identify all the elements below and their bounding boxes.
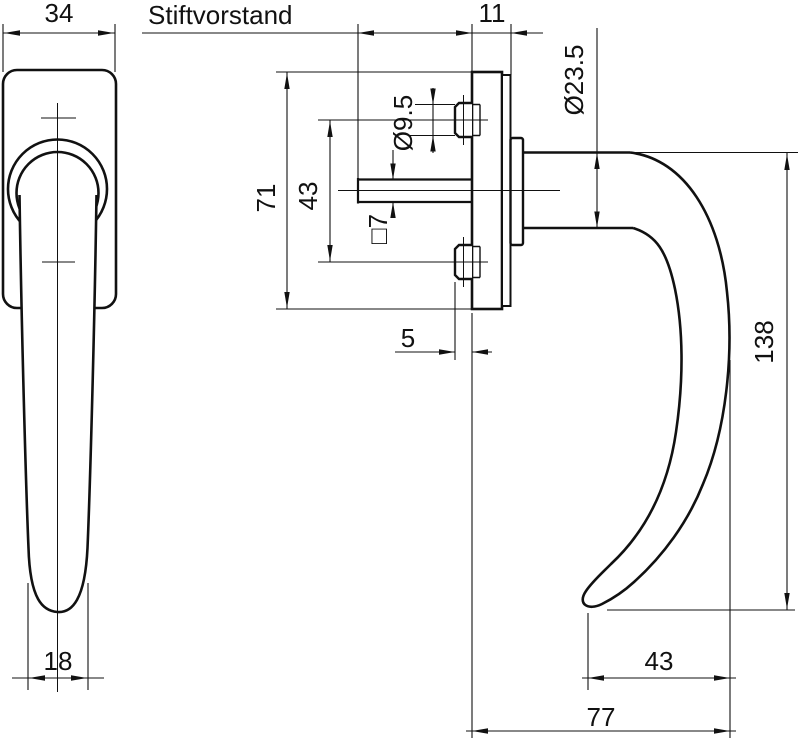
dim-rosette-height-label: 71 xyxy=(251,184,281,213)
dimension-lines xyxy=(2,24,798,738)
dim-rosette-width-label: 34 xyxy=(45,0,74,28)
dim-handle-projection-label: 77 xyxy=(587,702,616,732)
left-view-front-elevation xyxy=(1,68,118,692)
dimension-labels: 34 Stiftvorstand 11 Ø23.5 Ø9.5 71 43 □7 … xyxy=(44,0,779,732)
left-view-centerlines xyxy=(41,103,76,692)
neck-profile xyxy=(523,151,633,230)
dim-screw-spacing-label: 43 xyxy=(293,182,323,211)
dim-plate-thickness-label: 11 xyxy=(479,0,506,28)
dim-screw-head-diameter-label: Ø9.5 xyxy=(388,95,418,151)
dim-grip-tip-width-label: 18 xyxy=(44,646,73,676)
handle-curve-outline xyxy=(581,151,731,609)
dim-handle-drop-label: 138 xyxy=(749,320,779,363)
side-view-profile xyxy=(318,70,731,609)
dim-neck-diameter-label: Ø23.5 xyxy=(559,45,589,116)
dim-tip-offset-label: 43 xyxy=(645,646,674,676)
dim-screw-protrusion-label: 5 xyxy=(401,323,415,353)
side-view-centerlines xyxy=(318,95,560,287)
collar-ring xyxy=(509,136,525,247)
dimension-extension-lines xyxy=(2,24,798,738)
dim-pin-projection-label: Stiftvorstand xyxy=(148,0,293,30)
dim-spindle-square-label: □7 xyxy=(363,214,393,244)
